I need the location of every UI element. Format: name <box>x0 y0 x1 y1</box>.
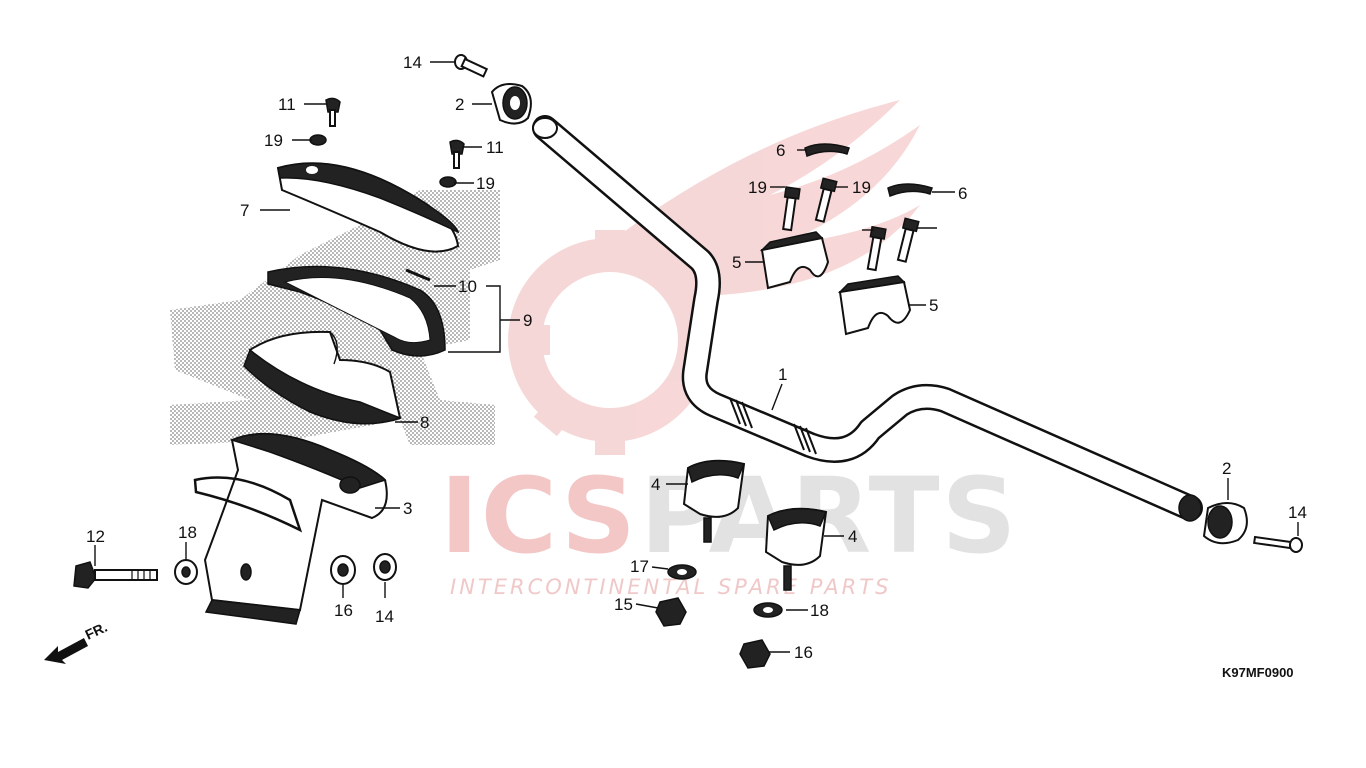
callout-1: 1 <box>778 365 787 384</box>
callout-13: 14 <box>403 53 422 72</box>
callout-4: 4 <box>848 527 857 546</box>
callout-18: 19 <box>264 131 283 150</box>
holder-bolts <box>782 177 920 272</box>
front-direction-arrow: FR. <box>44 619 110 664</box>
steering-stem-cover <box>193 432 388 625</box>
callout-19: 19 <box>852 178 871 197</box>
steering-bolt <box>73 561 158 589</box>
callout-17: 18 <box>178 523 197 542</box>
handlebar-pipe <box>532 115 1203 522</box>
callout-19: 19 <box>748 178 767 197</box>
callout-labels: 14 2 11 19 11 19 7 10 9 8 3 12 18 16 14 … <box>86 53 1307 662</box>
callout-14: 14 <box>375 607 394 626</box>
end-screw-top <box>454 54 489 78</box>
callout-18: 19 <box>476 174 495 193</box>
upper-holder-a <box>759 231 830 290</box>
handlebar-upper-cover <box>276 162 460 253</box>
callout-6: 6 <box>776 141 785 160</box>
callout-4: 4 <box>651 475 660 494</box>
bar-end-weight-top <box>490 83 532 125</box>
callout-16: 18 <box>810 601 829 620</box>
callout-11: 11 <box>486 138 504 157</box>
callout-10: 10 <box>458 277 477 296</box>
end-screw-right <box>1253 535 1303 553</box>
bar-end-weight-right <box>1202 502 1248 545</box>
callout-2: 2 <box>1222 459 1231 478</box>
watermark-brand-red: ICS <box>440 455 638 577</box>
callout-16: 17 <box>630 557 649 576</box>
direction-label: FR. <box>83 619 110 643</box>
shaded-area <box>170 190 500 445</box>
callout-14: 15 <box>614 595 633 614</box>
callout-2: 2 <box>455 95 464 114</box>
callout-5: 5 <box>929 296 938 315</box>
callout-5: 5 <box>732 253 741 272</box>
cover-screws <box>309 97 465 188</box>
watermark: ICS PARTS INTERCONTINENTAL SPARE PARTS <box>440 100 1016 599</box>
callout-12: 12 <box>86 527 105 546</box>
handlebar-lower-cover <box>243 330 403 425</box>
leader-lines <box>94 61 1299 653</box>
washers-and-nuts <box>174 553 783 669</box>
callout-13: 14 <box>1288 503 1307 522</box>
callout-14: 16 <box>794 643 813 662</box>
lower-holder-a <box>682 459 746 543</box>
callout-9: 9 <box>523 311 532 330</box>
callout-3: 3 <box>403 499 412 518</box>
callout-15: 16 <box>334 601 353 620</box>
watermark-tagline: INTERCONTINENTAL SPARE PARTS <box>450 575 891 599</box>
holder-clips <box>804 143 933 198</box>
callout-6: 6 <box>958 184 967 203</box>
callout-11: 11 <box>278 95 296 114</box>
callout-8: 8 <box>420 413 429 432</box>
handlebar-middle-cover <box>267 265 446 357</box>
lower-holder-b <box>764 507 828 591</box>
upper-holder-b <box>837 275 912 336</box>
callout-7: 7 <box>240 201 249 220</box>
diagram-code: K97MF0900 <box>1222 665 1294 680</box>
